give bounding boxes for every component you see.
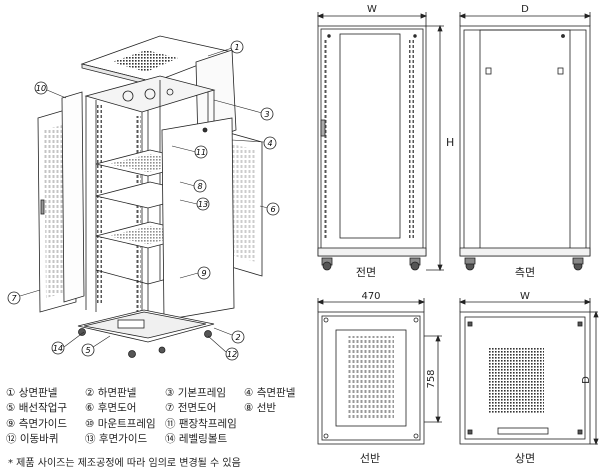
callout-13: 13 <box>196 197 210 211</box>
front-view-caption: 전면 <box>356 266 376 279</box>
svg-text:11: 11 <box>196 148 206 157</box>
svg-text:5: 5 <box>85 346 90 355</box>
callout-12: 12 <box>225 347 239 361</box>
legend-item: ⑤ 배선작업구 <box>6 402 68 415</box>
top-view-caption: 상면 <box>515 452 535 465</box>
legend-item: ④ 측면판넬 <box>244 387 296 399</box>
height-label: H <box>446 136 454 149</box>
legend-item: ⑦ 전면도어 <box>165 402 217 415</box>
svg-text:2: 2 <box>235 333 240 342</box>
legend-item: ⑬ 후면가이드 <box>85 433 148 446</box>
callout-2: 2 <box>231 330 245 344</box>
callout-11: 11 <box>194 145 208 159</box>
legend-row: ⑨ 측면가이드 ⑩ 마운트프레임 ⑪ 팬장착프레임 <box>6 417 306 432</box>
top-width-label: W <box>520 291 530 302</box>
legend-item: ⑭ 레벨링볼트 <box>165 433 228 446</box>
callout-7: 7 <box>7 291 21 305</box>
svg-text:9: 9 <box>201 269 206 278</box>
dimension-labels: W D H 전면 측면 470 758 선반 W D 상면 <box>356 4 592 465</box>
disclaimer-note: * 제품 사이즈는 제조공정에 따라 임의로 변경될 수 있음 <box>8 458 241 469</box>
callout-leaders <box>19 47 269 353</box>
svg-text:6: 6 <box>270 205 275 214</box>
svg-text:7: 7 <box>11 294 17 303</box>
side-panel <box>161 117 235 321</box>
legend-item: ⑧ 선반 <box>244 402 277 415</box>
shelf-view-caption: 선반 <box>360 452 380 465</box>
front-width-label: W <box>367 4 377 15</box>
legend-row: ⑤ 배선작업구 ⑥ 후면도어 ⑦ 전면도어 ⑧ 선반 <box>6 401 306 416</box>
callout-1: 1 <box>230 40 244 54</box>
svg-text:13: 13 <box>198 200 208 209</box>
callout-8: 8 <box>193 179 207 193</box>
callout-14: 14 <box>51 341 65 355</box>
side-view-caption: 측면 <box>515 266 535 279</box>
bottom-panel <box>77 309 215 343</box>
shelf-width-label: 470 <box>361 291 380 302</box>
callouts: 1 2 3 4 5 6 7 8 9 10 11 12 13 14 <box>7 40 280 361</box>
rear-door <box>225 131 263 277</box>
svg-text:12: 12 <box>227 350 237 359</box>
side-view <box>458 12 592 271</box>
top-depth-label: D <box>581 376 592 384</box>
top-panel <box>80 35 234 87</box>
top-view <box>458 298 599 446</box>
legend-item: ⑥ 후면도어 <box>85 402 137 415</box>
callout-6: 6 <box>266 202 280 216</box>
legend-item: ⑪ 팬장착프레임 <box>165 417 237 430</box>
callout-4: 4 <box>263 136 277 150</box>
exploded-view <box>37 35 263 358</box>
legend-item: ⑩ 마운트프레임 <box>85 417 156 430</box>
legend-item: ① 상면판넬 <box>6 387 58 399</box>
shelf-depth-label: 758 <box>426 369 437 388</box>
parts-legend: ① 상면판넬 ② 하면판넬 ③ 기본프레임 ④ 측면판넬 ⑤ 배선작업구 ⑥ 후… <box>6 386 306 448</box>
side-depth-label: D <box>521 4 529 15</box>
svg-text:4: 4 <box>267 139 272 148</box>
shelf-view <box>316 298 442 445</box>
callout-9: 9 <box>197 266 211 280</box>
callout-3: 3 <box>260 107 274 121</box>
front-view <box>316 12 444 272</box>
svg-text:14: 14 <box>53 344 63 353</box>
legend-item: ⑨ 측면가이드 <box>6 417 68 430</box>
svg-text:10: 10 <box>36 84 46 93</box>
legend-row: ⑫ 이동바퀴 ⑬ 후면가이드 ⑭ 레벨링볼트 <box>6 432 306 447</box>
legend-row: ① 상면판넬 ② 하면판넬 ③ 기본프레임 ④ 측면판넬 <box>6 386 306 401</box>
legend-item: ⑫ 이동바퀴 <box>6 433 59 446</box>
svg-text:3: 3 <box>264 110 269 119</box>
callout-10: 10 <box>34 81 48 95</box>
svg-text:1: 1 <box>234 43 239 52</box>
legend-item: ③ 기본프레임 <box>165 387 227 399</box>
svg-text:8: 8 <box>197 182 202 191</box>
callout-5: 5 <box>81 343 95 357</box>
legend-item: ② 하면판넬 <box>85 387 137 399</box>
